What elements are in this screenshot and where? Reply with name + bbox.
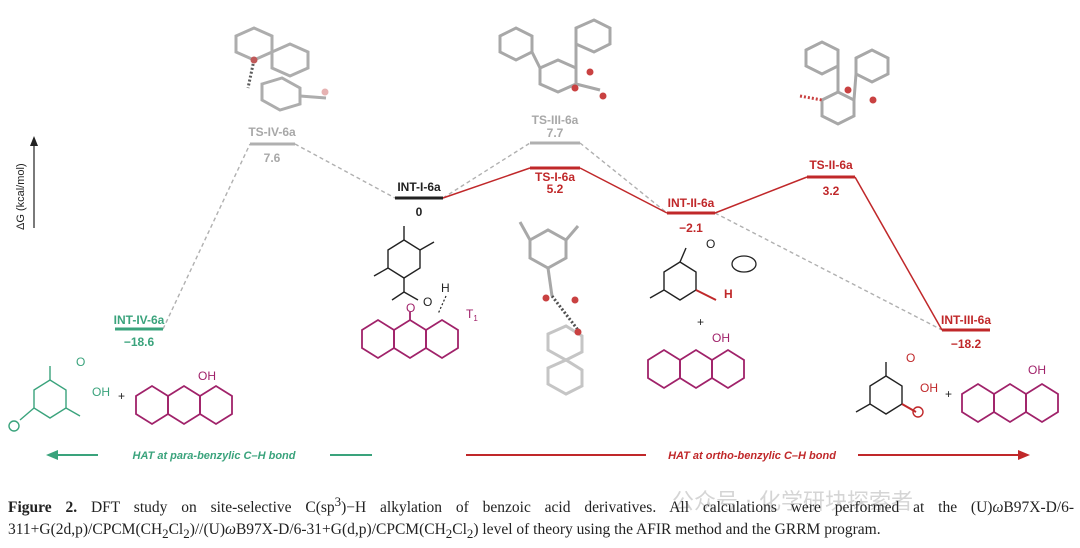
watermark: 公众号 · 化学研块探索者 bbox=[672, 490, 913, 515]
caption-omega: ω bbox=[992, 499, 1004, 517]
caption-text-3: B97X-D/6-311+G(2d,p)/CPCM(CH bbox=[8, 499, 1075, 539]
caption-label: Figure 2. bbox=[8, 499, 78, 517]
plus-sign-right: + bbox=[945, 387, 952, 401]
int-i-o-label: O bbox=[423, 295, 432, 309]
plus-sign-mid: + bbox=[697, 315, 704, 329]
caption-text-4: Cl bbox=[168, 521, 184, 539]
figure-caption: Figure 2. DFT study on site-selective C(… bbox=[8, 491, 1074, 545]
caption-text-2: )−H alkylation of benzoic acid derivativ… bbox=[341, 499, 993, 517]
caption-sup-1: 3 bbox=[334, 494, 342, 509]
caption-sub-3: 2 bbox=[445, 526, 453, 542]
caption-sub-2: 2 bbox=[183, 526, 190, 542]
red-path bbox=[442, 167, 943, 331]
label-int-iii-6a: INT-III-6a bbox=[941, 313, 991, 327]
int-iv-oh-label: OH bbox=[92, 385, 110, 399]
caption-sub-4: 2 bbox=[466, 526, 474, 542]
energy-int-iii-6a: −18.2 bbox=[951, 337, 982, 351]
hat-ortho-label: HAT at ortho-benzylic C–H bond bbox=[668, 450, 836, 462]
int-i-complex-drawing: O H O T1 bbox=[361, 226, 478, 360]
caption-sub-1: 2 bbox=[162, 526, 169, 542]
int-ii-h-label: H bbox=[724, 287, 733, 301]
ts-ii-6a-3d-structure bbox=[799, 40, 890, 126]
int-iv-products-drawing: O OH + OH bbox=[8, 355, 233, 432]
hat-ortho-arrow: HAT at ortho-benzylic C–H bond bbox=[466, 447, 1030, 463]
label-ts-iv-6a: TS-IV-6a bbox=[248, 125, 296, 139]
int-iv-o-label: O bbox=[76, 355, 85, 369]
caption-text-5: )//(U) bbox=[189, 521, 225, 539]
label-ts-ii-6a: TS-II-6a bbox=[809, 158, 853, 172]
int-i-xanthone-o: O bbox=[406, 301, 415, 315]
int-ii-xanthenol-oh: OH bbox=[712, 331, 730, 345]
caption-text-7: Cl bbox=[452, 521, 467, 539]
hat-para-arrow: HAT at para-benzylic C–H bond bbox=[46, 447, 372, 463]
label-ts-i-6a: TS-I-6a bbox=[535, 170, 575, 184]
label-int-iv-6a: INT-IV-6a bbox=[114, 313, 165, 327]
int-iii-o-label: O bbox=[906, 351, 915, 365]
label-ts-iii-6a: TS-III-6a bbox=[532, 113, 579, 127]
energy-int-iv-6a: −18.6 bbox=[124, 335, 155, 349]
int-ii-drawing: O H + OH bbox=[647, 237, 757, 390]
energy-int-ii-6a: −2.1 bbox=[679, 221, 703, 235]
y-axis-arrow bbox=[30, 136, 38, 146]
int-iv-xanthenol-oh: OH bbox=[198, 369, 216, 383]
y-axis-label: ΔG (kcal/mol) bbox=[15, 163, 27, 230]
caption-text-1: DFT study on site-selective C(sp bbox=[77, 499, 335, 517]
plus-sign-left: + bbox=[118, 389, 125, 403]
ts-i-6a-3d-structure bbox=[518, 221, 584, 396]
energy-ts-ii-6a: 3.2 bbox=[823, 184, 840, 198]
energy-ts-i-6a: 5.2 bbox=[547, 182, 564, 196]
ts-iv-6a-3d-structure bbox=[234, 26, 329, 112]
label-int-i-6a: INT-I-6a bbox=[397, 180, 441, 194]
label-int-ii-6a: INT-II-6a bbox=[668, 196, 715, 210]
caption-text-6: B97X-D/6-31+G(d,p)/CPCM(CH bbox=[235, 521, 446, 539]
t1-label: T1 bbox=[466, 307, 478, 323]
int-i-h-label: H bbox=[441, 281, 450, 295]
caption-omega-2: ω bbox=[225, 521, 236, 539]
ts-iii-6a-3d-structure bbox=[498, 18, 612, 100]
caption-text-8: ) level of theory using the AFIR method … bbox=[473, 521, 881, 539]
energy-ts-iii-6a: 7.7 bbox=[547, 126, 564, 140]
int-ii-o-label: O bbox=[706, 237, 715, 251]
hat-para-label: HAT at para-benzylic C–H bond bbox=[133, 450, 296, 462]
energy-int-i-6a: 0 bbox=[416, 205, 423, 219]
int-iii-xanthenol-oh: OH bbox=[1028, 363, 1046, 377]
int-iii-products-drawing: O OH + OH bbox=[855, 351, 1059, 424]
gray-dashed-paths bbox=[162, 142, 943, 331]
int-iii-oh-label: OH bbox=[920, 381, 938, 395]
energy-ts-iv-6a: 7.6 bbox=[264, 151, 281, 165]
